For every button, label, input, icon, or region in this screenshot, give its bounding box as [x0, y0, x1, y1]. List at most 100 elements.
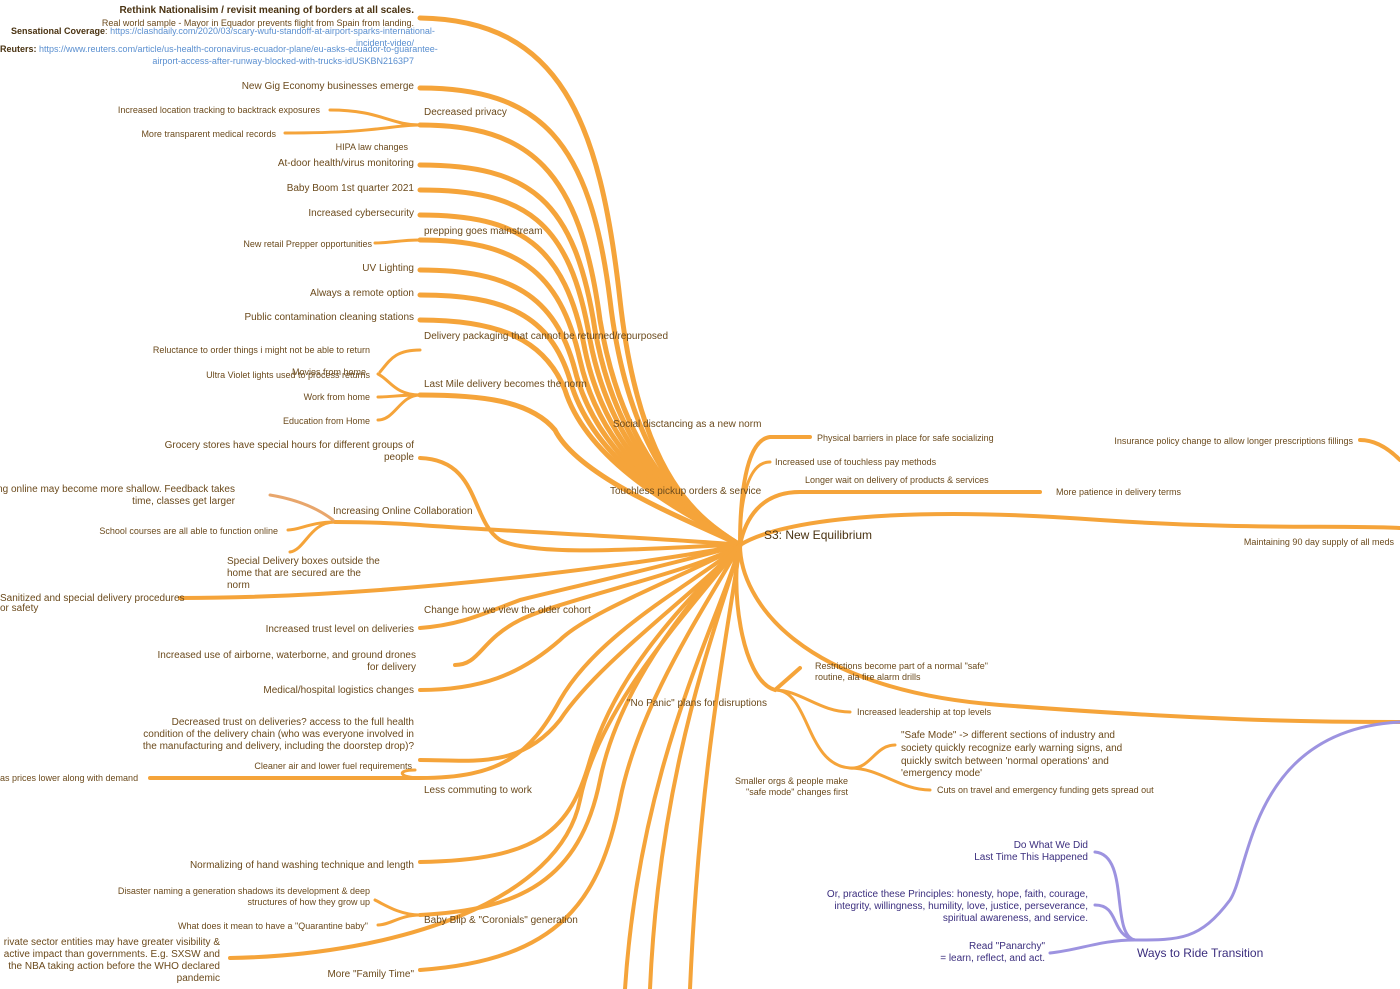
sub-dowhat — [1093, 850, 1137, 942]
node-special-3: norm — [227, 580, 250, 591]
node-safemode-1[interactable]: "Safe Mode" -> different sections of ind… — [901, 730, 1115, 741]
node-drones-2: for delivery — [367, 662, 416, 673]
sensational-label: Sensational Coverage — [11, 26, 106, 36]
node-prepper[interactable]: New retail Prepper opportunities — [243, 239, 372, 249]
node-touchpay[interactable]: Increased use of touchless pay methods — [775, 457, 937, 467]
node-principles-3: spiritual awareness, and service. — [942, 913, 1088, 924]
node-safemode-2: society quickly recognize early warning … — [901, 743, 1123, 754]
branch-decreased — [418, 543, 742, 763]
sensational-link-2[interactable]: incident-video/ — [355, 38, 414, 48]
node-dowhat-2: Last Time This Happened — [974, 852, 1088, 863]
node-sanitized-1[interactable]: Sanitized and special delivery procedure… — [0, 593, 185, 604]
node-grocery-2: people — [383, 452, 414, 463]
node-remote[interactable]: Always a remote option — [310, 288, 414, 299]
node-private-2: active impact than governments. E.g. SXS… — [3, 949, 220, 960]
branch-supply — [738, 512, 1400, 547]
node-transition[interactable]: Ways to Ride Transition — [1137, 946, 1264, 960]
sub-disaster — [376, 913, 422, 927]
sub-safemode — [773, 688, 897, 770]
node-gig[interactable]: New Gig Economy businesses emerge — [241, 81, 414, 92]
node-older[interactable]: Change how we view the older cohort — [424, 605, 591, 616]
node-nopanic[interactable]: "No Panic" plans for disruptions — [627, 698, 767, 709]
branch-cleaning — [417, 317, 743, 548]
node-disaster-1[interactable]: Disaster naming a generation shadows its… — [117, 886, 370, 896]
node-private-3: the NBA taking action before the WHO dec… — [8, 961, 220, 972]
node-cuts[interactable]: Cuts on travel and emergency funding get… — [937, 785, 1154, 795]
branch-logistics — [418, 543, 742, 692]
sub-learning — [268, 493, 335, 522]
node-quarantine[interactable]: What does it mean to have a "Quarantine … — [177, 921, 368, 931]
node-special-1[interactable]: Special Delivery boxes outside the — [227, 556, 380, 567]
node-dowhat-1[interactable]: Do What We Did — [1013, 840, 1088, 851]
node-insurance[interactable]: Insurance policy change to allow longer … — [1114, 436, 1353, 446]
node-prepping[interactable]: prepping goes mainstream — [424, 226, 543, 237]
node-collab[interactable]: Increasing Online Collaboration — [333, 506, 473, 517]
node-hipa[interactable]: HIPA law changes — [335, 142, 408, 152]
node-school[interactable]: School courses are all able to function … — [99, 526, 278, 536]
node-privacy[interactable]: Decreased privacy — [424, 107, 507, 118]
node-panarchy-1[interactable]: Read "Panarchy" — [968, 941, 1045, 952]
node-trust[interactable]: Increased trust level on deliveries — [265, 624, 414, 635]
branch-bottom2 — [623, 543, 742, 989]
node-safemode-4: 'emergency mode' — [901, 768, 983, 779]
node-learning-2: time, classes get larger — [132, 496, 235, 507]
node-commuting[interactable]: Less commuting to work — [424, 785, 532, 796]
node-reluctance[interactable]: Reluctance to order things i might not b… — [152, 345, 370, 355]
node-supply[interactable]: Maintaining 90 day supply of all meds — [1243, 537, 1394, 547]
node-family[interactable]: More "Family Time" — [327, 969, 414, 980]
node-leadership[interactable]: Increased leadership at top levels — [857, 707, 992, 717]
node-babyboom[interactable]: Baby Boom 1st quarter 2021 — [286, 183, 414, 194]
branch-family — [418, 543, 742, 972]
rethink-label: Rethink Nationalisim / revisit meaning o… — [119, 5, 414, 16]
node-movies[interactable]: Movies from home — [292, 367, 367, 377]
node-workhome[interactable]: Work from home — [303, 392, 370, 402]
node-uv[interactable]: UV Lighting — [362, 263, 414, 274]
reuters-link[interactable]: https://www.reuters.com/article/us-healt… — [39, 44, 438, 54]
sub-prepper — [373, 238, 422, 245]
sub-quarantine — [373, 898, 422, 917]
branch-older — [418, 543, 742, 630]
node-longer[interactable]: Longer wait on delivery of products & se… — [805, 475, 989, 485]
node-decreased-1[interactable]: Decreased trust on deliveries? access to… — [171, 717, 414, 728]
node-grocery-1[interactable]: Grocery stores have special hours for di… — [164, 440, 414, 451]
node-principles-2: integrity, willingness, humility, love, … — [834, 901, 1088, 912]
node-private-1[interactable]: rivate sector entities may have greater … — [3, 937, 220, 948]
branch-grocery — [418, 456, 742, 553]
node-packaging[interactable]: Delivery packaging that cannot be return… — [424, 331, 669, 342]
node-patience[interactable]: More patience in delivery terms — [1056, 487, 1182, 497]
node-logistics[interactable]: Medical/hospital logistics changes — [263, 685, 414, 696]
node-barriers[interactable]: Physical barriers in place for safe soci… — [817, 433, 994, 443]
node-gas[interactable]: as prices lower along with demand — [0, 773, 139, 783]
branch-longer — [738, 490, 1042, 547]
sub-medical — [283, 123, 422, 135]
node-special-2: home that are secured are the — [227, 568, 361, 579]
branch-private — [228, 543, 742, 960]
node-social[interactable]: Social disctancing as a new norm — [613, 419, 762, 430]
node-babyblip[interactable]: Baby Blip & "Coronials" generation — [424, 915, 578, 926]
node-cleaning[interactable]: Public contamination cleaning stations — [244, 312, 414, 323]
node-cyber[interactable]: Increased cybersecurity — [308, 208, 414, 219]
reuters-link-2[interactable]: airport-access-after-runway-blocked-with… — [152, 56, 414, 66]
branch-special — [178, 543, 742, 600]
center-topic[interactable]: S3: New Equilibrium — [764, 528, 873, 542]
node-principles-1[interactable]: Or, practice these Principles: honesty, … — [826, 889, 1088, 900]
branch-upper-right — [738, 543, 1400, 724]
sub-edu — [376, 393, 422, 422]
node-restrict-1[interactable]: Restrictions become part of a normal "sa… — [815, 661, 988, 671]
node-sanitized-2: or safety — [0, 603, 39, 614]
node-medical[interactable]: More transparent medical records — [141, 129, 276, 139]
sub-courses — [288, 520, 337, 554]
node-atdoor[interactable]: At-door health/virus monitoring — [277, 158, 414, 169]
node-learning-1[interactable]: ning online may become more shallow. Fee… — [0, 484, 235, 495]
node-eduhome[interactable]: Education from Home — [282, 416, 370, 426]
node-tracking[interactable]: Increased location tracking to backtrack… — [117, 105, 320, 115]
node-disaster-2: structures of how they grow up — [247, 897, 370, 907]
node-handwash[interactable]: Normalizing of hand washing technique an… — [189, 860, 414, 871]
node-lastmile[interactable]: Last Mile delivery becomes the norm — [424, 379, 587, 390]
node-drones-1[interactable]: Increased use of airborne, waterborne, a… — [157, 650, 416, 661]
node-touchless-pickup[interactable]: Touchless pickup orders & service — [610, 486, 762, 497]
node-cleanair[interactable]: Cleaner air and lower fuel requirements — [254, 761, 412, 771]
sensational-link[interactable]: https://clashdaily.com/2020/03/scary-wuf… — [110, 26, 435, 36]
node-smaller-1[interactable]: Smaller orgs & people make — [734, 776, 848, 786]
node-ultraviolet[interactable]: Ultra Violet lights used to process retu… — [206, 370, 370, 380]
